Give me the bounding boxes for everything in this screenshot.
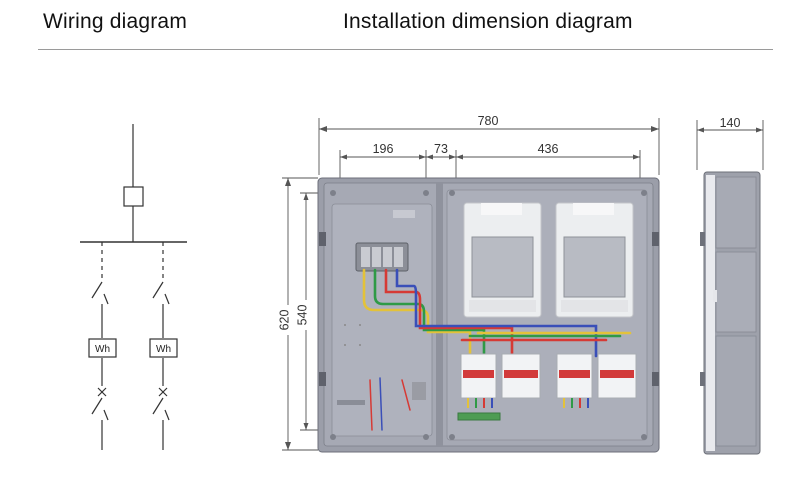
wiring-schematic <box>80 124 187 450</box>
header-divider <box>38 49 773 50</box>
dim-inner-height: 540 <box>295 305 309 326</box>
dim-depth: 140 <box>720 116 741 130</box>
dim-overall-width: 780 <box>478 114 499 128</box>
meter-right <box>555 202 634 318</box>
meter-label-left: Wh <box>95 344 110 355</box>
breakers <box>460 353 637 399</box>
meter-box-enclosure <box>317 177 660 453</box>
meter-left <box>463 202 542 318</box>
dim-overall-height: 620 <box>277 310 291 331</box>
dim-bg <box>473 113 501 127</box>
installation-diagram-title: Installation dimension diagram <box>343 10 633 33</box>
dim-segment-right: 436 <box>538 142 559 156</box>
main-switch-box <box>123 186 144 207</box>
dimension-arrows <box>285 126 763 450</box>
meter-label-right: Wh <box>156 344 171 355</box>
wiring-diagram-title: Wiring diagram <box>43 10 188 33</box>
dim-segment-left: 196 <box>373 142 394 156</box>
meter-box-left <box>88 338 117 358</box>
enclosure-side-view <box>700 171 761 455</box>
dim-segment-middle: 73 <box>434 142 448 156</box>
meter-box-right <box>149 338 178 358</box>
